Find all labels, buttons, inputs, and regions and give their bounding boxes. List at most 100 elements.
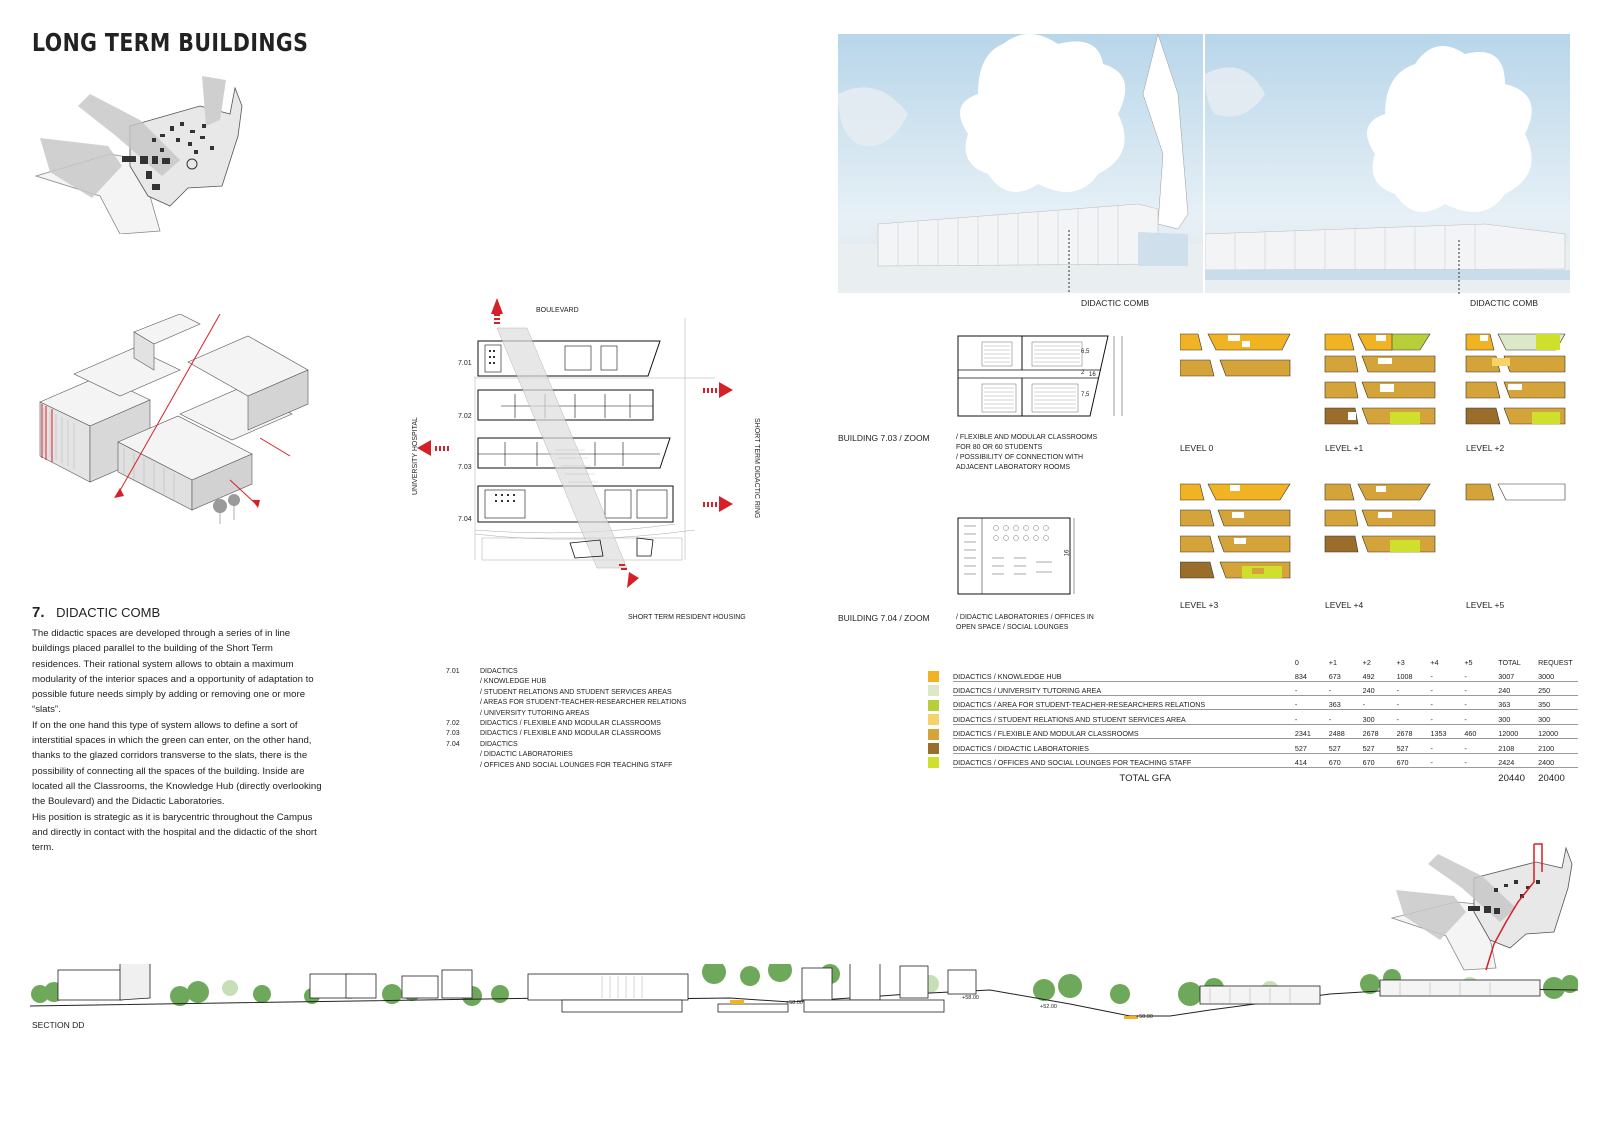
level-0-label: LEVEL 0 [1180, 443, 1214, 453]
building-704-plan [957, 517, 1075, 595]
list-item: / STUDENT RELATIONS AND STUDENT SERVICES… [480, 688, 672, 696]
table-cell: - [1430, 715, 1465, 725]
table-cell: 3007 [1498, 672, 1539, 682]
code-702: 7.02 [458, 413, 472, 420]
table-row: DIDACTICS / FLEXIBLE AND MODULAR CLASSRO… [918, 727, 1578, 741]
table-row: DIDACTICS / STUDENT RELATIONS AND STUDEN… [918, 713, 1578, 727]
boulevard-label: BOULEVARD [536, 307, 579, 314]
housing-label: SHORT TERM RESIDENT HOUSING [628, 614, 746, 621]
dim-75: 7,5 [1081, 392, 1090, 398]
paragraph: His position is strategic as it is baryc… [32, 811, 317, 854]
table-cell: - [1328, 686, 1363, 696]
table-cell: - [1464, 744, 1499, 754]
legend-swatch [928, 757, 939, 769]
legend-swatch [928, 671, 939, 683]
legend-swatch [928, 699, 939, 711]
row-name: DIDACTICS / FLEXIBLE AND MODULAR CLASSRO… [952, 729, 1295, 740]
table-cell: - [1430, 744, 1465, 754]
table-cell: 240 [1362, 686, 1397, 696]
table-row: DIDACTICS / UNIVERSITY TUTORING AREA--24… [918, 684, 1578, 698]
list-item: / AREAS FOR STUDENT-TEACHER-RESEARCHER R… [480, 699, 687, 707]
table-cell: 350 [1538, 700, 1578, 711]
page-title: LONG TERM BUILDINGS [32, 28, 309, 57]
building-703-plan [957, 335, 1123, 417]
table-row: DIDACTICS / AREA FOR STUDENT-TEACHER-RES… [918, 698, 1578, 712]
paragraph: If on the one hand this type of system a… [32, 719, 322, 808]
campus-keymap [34, 76, 243, 234]
table-cell: 670 [1328, 758, 1363, 768]
table-cell: 363 [1328, 700, 1363, 711]
table-cell: - [1396, 700, 1431, 711]
table-cell: 240 [1498, 686, 1539, 696]
row-name: DIDACTICS / DIDACTIC LABORATORIES [952, 744, 1295, 754]
row-name: DIDACTICS / OFFICES AND SOCIAL LOUNGES F… [952, 758, 1295, 768]
legend-swatch [928, 714, 939, 726]
code-703: 7.03 [458, 464, 472, 471]
table-cell: - [1430, 672, 1465, 682]
table-cell: 300 [1362, 715, 1397, 725]
level-2-label: LEVEL +2 [1466, 443, 1505, 453]
table-cell: 300 [1498, 715, 1539, 725]
level-3-label: LEVEL +3 [1180, 600, 1219, 610]
section-dd-drawing [30, 964, 1578, 1019]
table-cell: 3000 [1538, 672, 1578, 682]
table-cell: 834 [1294, 672, 1329, 682]
elev-3: +52.00 [1040, 1004, 1057, 1010]
table-cell: 670 [1396, 758, 1431, 768]
elev-2: +58.00 [962, 995, 979, 1001]
table-cell: 300 [1538, 715, 1578, 725]
table-cell: 527 [1396, 744, 1431, 754]
site-plan [417, 298, 733, 588]
section-heading: 7. DIDACTIC COMB [32, 604, 160, 621]
table-cell: - [1430, 686, 1465, 696]
code-704: 7.04 [458, 516, 472, 523]
section-dd-label: SECTION DD [32, 1020, 85, 1030]
table-cell: - [1464, 700, 1499, 711]
elev-1: +58.00 [786, 1000, 803, 1006]
list-item: / DIDACTIC LABORATORIES [480, 751, 573, 759]
render-right [1205, 34, 1570, 293]
table-cell: 250 [1538, 686, 1578, 696]
table-cell: 12000 [1538, 729, 1578, 740]
table-cell: 2400 [1538, 758, 1578, 768]
dim-2: 2 [1081, 370, 1085, 376]
table-cell: 492 [1362, 672, 1397, 682]
table-cell: 414 [1294, 758, 1329, 768]
b704-label: BUILDING 7.04 / ZOOM [838, 613, 930, 623]
table-cell: 2678 [1396, 729, 1431, 740]
table-cell: 527 [1362, 744, 1397, 754]
table-cell: 527 [1328, 744, 1363, 754]
legend-swatch [928, 728, 939, 740]
table-cell: - [1430, 758, 1465, 768]
dim-65: 6,5 [1081, 349, 1090, 355]
row-name: DIDACTICS / UNIVERSITY TUTORING AREA [952, 686, 1295, 696]
total-row: TOTAL GFA 20440 20400 [918, 770, 1578, 786]
dim-16b: 16 [1064, 549, 1071, 557]
table-cell: - [1396, 686, 1431, 696]
table-cell: 363 [1498, 700, 1539, 711]
paragraph: The didactic spaces are developed throug… [32, 628, 314, 716]
table-cell: - [1464, 686, 1499, 696]
total-value: 20440 [1498, 772, 1525, 784]
ring-label: SHORT TERM DIDACTIC RING [753, 418, 760, 519]
elev-4: +50.00 [1136, 1014, 1153, 1020]
level-4-label: LEVEL +4 [1325, 600, 1364, 610]
table-cell: - [1362, 700, 1397, 711]
render-label-right: DIDACTIC COMB [1470, 298, 1538, 308]
list-item: / UNIVERSITY TUTORING AREAS [480, 709, 590, 717]
row-name: DIDACTICS / KNOWLEDGE HUB [952, 672, 1295, 682]
table-cell: 1353 [1430, 729, 1465, 740]
table-cell: 460 [1464, 729, 1499, 740]
table-cell: 1008 [1396, 672, 1431, 682]
b703-label: BUILDING 7.03 / ZOOM [838, 433, 930, 443]
table-cell: - [1294, 715, 1329, 725]
render-label-left: DIDACTIC COMB [1081, 298, 1149, 308]
table-cell: - [1396, 715, 1431, 725]
